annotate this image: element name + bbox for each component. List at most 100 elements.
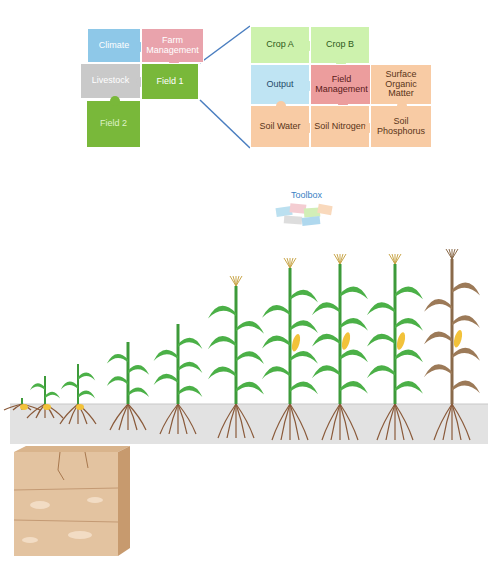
root	[127, 404, 128, 430]
root	[272, 404, 290, 440]
root	[169, 404, 178, 434]
leaf	[290, 382, 318, 395]
leaf	[367, 365, 395, 378]
leaf	[78, 391, 95, 399]
root	[281, 404, 290, 440]
piece-label: Farm Management	[142, 34, 203, 58]
root	[386, 404, 395, 440]
leaf	[208, 306, 236, 319]
root	[128, 404, 146, 430]
root	[236, 404, 245, 438]
piece-label: Crop A	[263, 38, 297, 52]
leaf	[452, 380, 480, 393]
root	[377, 404, 395, 440]
root	[236, 404, 254, 438]
leaf	[424, 299, 452, 312]
root	[27, 404, 45, 418]
root	[395, 404, 404, 440]
puzzle-piece: Surface Organic Matter	[370, 64, 432, 105]
piece-label: Output	[263, 78, 296, 92]
tassel	[334, 254, 340, 264]
leaf	[45, 392, 60, 399]
piece-label: Soil Nitrogen	[311, 120, 369, 134]
root	[177, 404, 178, 434]
stalk	[289, 268, 292, 404]
stalk	[339, 264, 342, 404]
puzzle-piece: Field 1	[141, 63, 199, 100]
leaf	[178, 362, 202, 373]
leaf	[452, 348, 480, 361]
piece-label: Crop B	[323, 38, 357, 52]
stalk	[21, 398, 23, 404]
leaf	[178, 386, 202, 397]
tassel	[340, 254, 346, 264]
puzzle-piece: Climate	[87, 28, 141, 63]
seed	[20, 404, 28, 410]
tassel	[446, 249, 452, 259]
tassel	[236, 276, 242, 286]
tassel	[392, 254, 395, 264]
toolbox-label: Toolbox	[291, 190, 322, 200]
leaf	[424, 364, 452, 377]
root	[452, 404, 470, 440]
puzzle-knob	[110, 96, 120, 106]
root	[340, 404, 358, 440]
leaf	[395, 381, 423, 394]
root	[434, 404, 452, 440]
leaf	[340, 350, 368, 363]
tassel	[230, 276, 236, 286]
leaf	[312, 302, 340, 315]
leaf	[312, 365, 340, 378]
root	[331, 404, 340, 440]
puzzle-piece: Livestock	[80, 63, 141, 99]
leaf	[154, 350, 178, 361]
zoom-line	[200, 26, 250, 63]
leaf	[424, 332, 452, 345]
root	[178, 404, 187, 434]
piece-label: Soil Water	[256, 120, 303, 134]
root	[394, 404, 395, 440]
piece-label: Climate	[96, 39, 133, 53]
root	[289, 404, 290, 440]
puzzle-knob	[276, 101, 286, 111]
leaf	[290, 290, 318, 303]
seed	[76, 404, 84, 410]
leaf	[262, 336, 290, 349]
root	[339, 404, 340, 440]
tassel	[449, 249, 452, 259]
root	[290, 404, 308, 440]
leaf	[208, 366, 236, 379]
puzzle-knob	[397, 101, 407, 111]
leaf	[452, 283, 480, 296]
puzzle-piece: Soil Phosphorus	[370, 105, 432, 148]
leaf	[340, 318, 368, 331]
leaf	[340, 287, 368, 300]
tassel	[290, 258, 296, 268]
root	[322, 404, 340, 440]
leaf	[107, 354, 128, 364]
tassel	[452, 249, 458, 259]
leaf	[312, 334, 340, 347]
puzzle-piece: Soil Nitrogen	[310, 105, 370, 148]
toolbox-icon	[276, 203, 333, 226]
piece-label: Surface Organic Matter	[371, 68, 431, 102]
seed	[43, 404, 51, 410]
puzzle-piece: Soil Water	[250, 105, 310, 148]
root	[227, 404, 236, 438]
root	[235, 404, 236, 438]
soil-profile	[14, 446, 130, 556]
leaf	[78, 373, 95, 381]
corn-ear	[395, 331, 406, 350]
piece-label: Field 1	[153, 75, 186, 89]
puzzle-piece: Farm Management	[141, 28, 204, 63]
root	[178, 404, 196, 434]
root	[443, 404, 452, 440]
tassel	[233, 276, 236, 286]
tassel	[395, 254, 401, 264]
root	[290, 404, 299, 440]
soil-band	[10, 404, 488, 444]
tassel	[389, 254, 395, 264]
tassel	[284, 258, 290, 268]
leaf	[236, 382, 264, 395]
root	[60, 404, 78, 424]
